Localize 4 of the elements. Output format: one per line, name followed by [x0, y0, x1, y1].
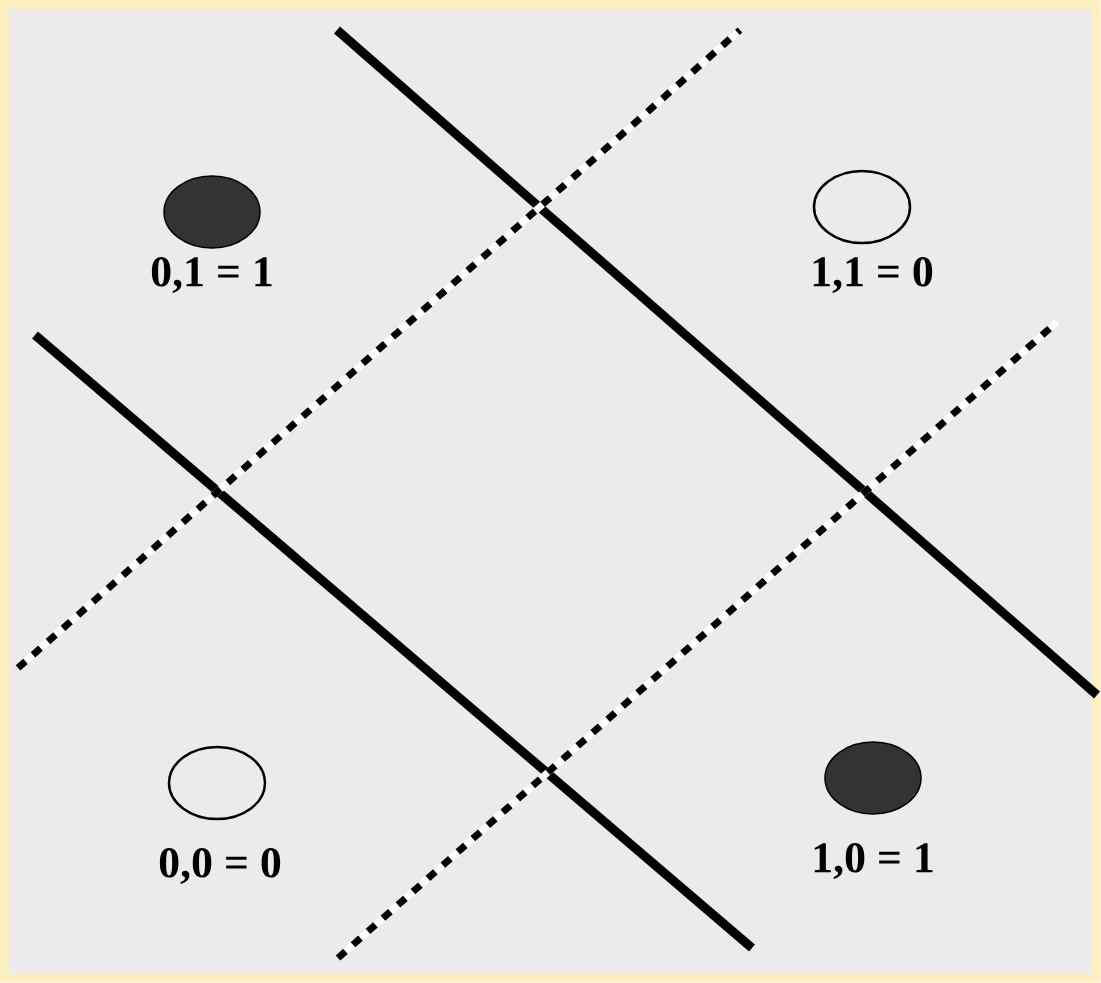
circle-label: 0,0 = 0 [159, 848, 281, 884]
circle-label: 1,1 = 0 [813, 257, 933, 293]
circle-label: 0,1 = 1 [151, 257, 272, 293]
circle-label: 1,0 = 1 [814, 843, 933, 879]
